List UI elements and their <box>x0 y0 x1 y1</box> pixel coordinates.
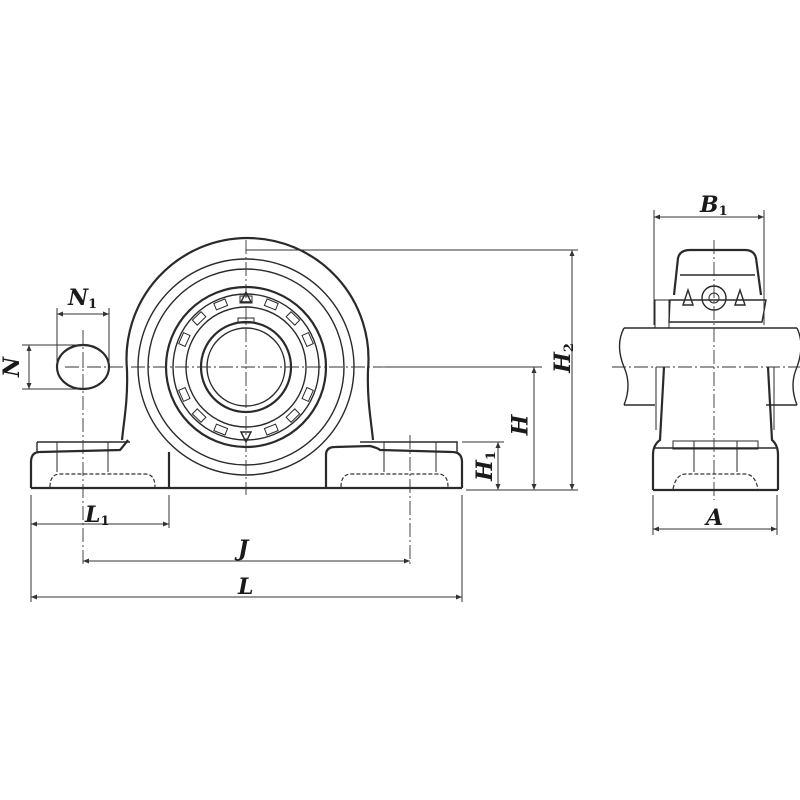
side-slot <box>672 473 759 490</box>
side-seal-markers <box>682 287 746 306</box>
label-a: A <box>706 505 724 531</box>
rolling-elements <box>178 295 314 436</box>
side-body <box>651 366 780 490</box>
label-l1: L1 <box>85 502 110 529</box>
shaft <box>624 327 797 406</box>
label-l: L <box>238 574 254 600</box>
shaft-break-left <box>618 327 629 406</box>
side-dimensions <box>652 210 778 535</box>
housing-outline <box>120 236 375 441</box>
side-cap <box>672 248 763 296</box>
label-h: H <box>507 414 534 436</box>
left-slot <box>49 473 156 488</box>
bottom-marker-icon <box>239 431 253 444</box>
base-top <box>36 441 458 452</box>
label-j: J <box>238 536 249 562</box>
side-view <box>612 240 800 500</box>
right-slot <box>340 473 449 488</box>
set-collar <box>654 299 670 329</box>
shaft-break-right <box>792 327 800 406</box>
front-view <box>29 236 464 565</box>
label-h2: H2 <box>549 343 577 373</box>
left-foot <box>29 439 171 488</box>
label-n1: N1 <box>68 285 98 312</box>
label-h1: H1 <box>471 451 499 481</box>
right-foot <box>324 444 464 488</box>
front-dimensions <box>22 249 578 602</box>
label-b1: B1 <box>700 192 728 219</box>
label-n: N <box>0 356 26 378</box>
arrowheads <box>26 214 777 600</box>
side-collar <box>668 299 767 323</box>
